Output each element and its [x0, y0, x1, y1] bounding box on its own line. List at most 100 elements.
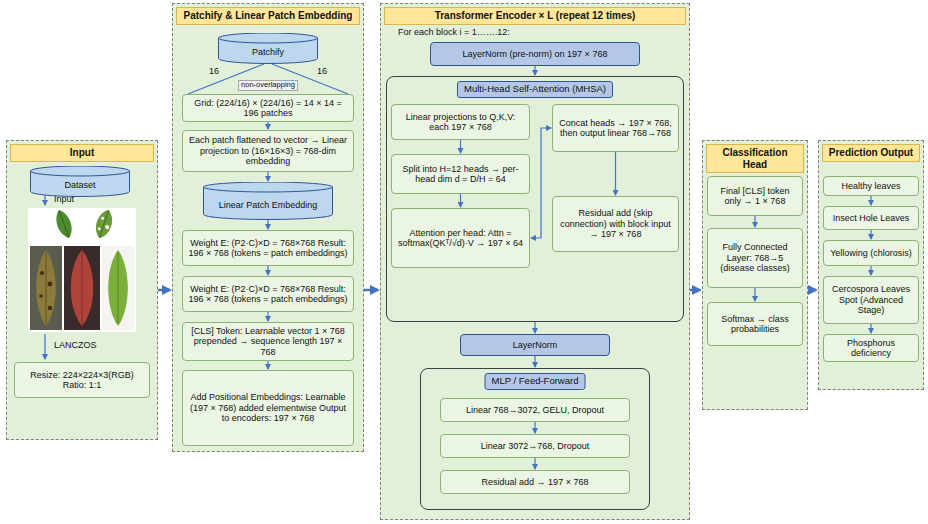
box-text: Insect Hole Leaves — [833, 213, 910, 223]
cercospora-leaf — [36, 250, 56, 326]
connector-arrow — [267, 361, 268, 369]
panel-title: Classification Head — [709, 147, 801, 170]
panel: Prediction OutputHealthy leavesInsect Ho… — [818, 140, 924, 390]
annotation-label: LANCZOS — [54, 340, 97, 350]
cylinder-rim — [219, 38, 318, 43]
panel-title: Patchify & Linear Patch Embedding — [179, 10, 357, 22]
panel-fill — [172, 3, 364, 452]
group-title: Multi-Head Self-Attention (MHSA) — [464, 84, 606, 95]
process-box: Residual add (skip connection) with bloc… — [552, 196, 679, 252]
process-box: Each patch flattened to vector → Linear … — [182, 130, 354, 172]
box-text: Residual add → 197 × 768 — [482, 477, 589, 487]
group-box: MLP / Feed-ForwardLinear 768→3072, GELU,… — [420, 368, 650, 510]
connector-arrow — [267, 220, 268, 229]
process-box: Yellowing (chlorosis) — [823, 240, 919, 266]
box-text: Healthy leaves — [841, 181, 900, 191]
process-box: Attention per head: Attn = softmax(QKᵀ/√… — [391, 208, 530, 268]
box-text: [CLS] Token: Learnable vector 1 × 768 pr… — [186, 326, 350, 357]
group-title: MLP / Feed-Forward — [492, 376, 579, 387]
cylinder-text: Linear Patch Embedding — [219, 200, 318, 210]
panel-header: Classification Head — [706, 144, 804, 173]
box-text: Split into H=12 heads → per-head dim d =… — [395, 164, 526, 185]
label-anchor: LANCZOS — [54, 340, 97, 350]
panel: InputDatasetResize: 224×224×3(RGB) Ratio… — [6, 140, 158, 440]
process-box: Linear projections to Q,K,V: each 197 × … — [391, 104, 530, 140]
panel-header: Transformer Encoder × L (repeat 12 times… — [384, 7, 686, 25]
connector-arrow — [534, 66, 535, 75]
resize-arrow — [44, 334, 45, 359]
edge-label-anchor: 16 — [208, 66, 220, 76]
healthy-leaf — [53, 208, 76, 241]
box-text: Resize: 224×224×3(RGB) Ratio: 1:1 — [18, 370, 146, 391]
group-header: MLP / Feed-Forward — [485, 373, 586, 390]
connector-arrow — [267, 312, 268, 321]
process-box: Linear 3072→768, Dropout — [440, 434, 630, 458]
connector-arrow — [267, 266, 268, 275]
panel-fill — [702, 140, 808, 410]
panel-fill — [6, 140, 158, 440]
cylinder-text: Dataset — [64, 180, 95, 190]
process-box: Residual add → 197 × 768 — [440, 470, 630, 494]
flow-arrow — [158, 289, 170, 292]
process-box: Linear 768→3072, GELU, Dropout — [440, 398, 630, 422]
layer-text: LayerNorm — [513, 340, 558, 350]
process-box: Insect Hole Leaves — [823, 206, 919, 230]
box-text: Phosphorus deficiency — [827, 338, 915, 359]
photo-tile — [30, 246, 62, 330]
connector-arrow — [267, 172, 268, 181]
connector-arrow — [870, 266, 871, 275]
connector-arrow — [534, 422, 535, 433]
connector-arrow — [460, 140, 461, 153]
box-text: Concat heads → 197 × 768, then output li… — [556, 118, 675, 139]
box-text: Residual add (skip connection) with bloc… — [556, 208, 675, 239]
input-arrow — [44, 194, 45, 205]
process-box: Grid: (224/16) × (224/16) = 14 × 14 = 19… — [182, 94, 354, 122]
cylinder-text: Patchify — [252, 47, 284, 57]
connector-arrow — [615, 152, 616, 195]
annotation-label: For each block i = 1…….12: — [398, 27, 510, 37]
connector-arrow — [460, 194, 461, 207]
box-text: Each patch flattened to vector → Linear … — [186, 135, 350, 166]
process-box: Cercospora Leaves Spot (Advanced Stage) — [823, 276, 919, 324]
box-text: Linear projections to Q,K,V: each 197 × … — [395, 112, 526, 133]
box-text: Linear 3072→768, Dropout — [481, 441, 590, 451]
panel-header: Input — [10, 144, 154, 162]
insect-hole-leaf — [92, 207, 116, 240]
process-box: Resize: 224×224×3(RGB) Ratio: 1:1 — [14, 362, 150, 398]
process-box: Softmax → class probabilities — [707, 302, 803, 346]
panel-fill — [380, 3, 690, 520]
process-box: Healthy leaves — [823, 176, 919, 196]
label-anchor: non-overlapping — [238, 80, 298, 91]
connector-arrow — [267, 122, 268, 129]
cylinder-body — [219, 33, 318, 64]
panel-header: Prediction Output — [822, 144, 920, 162]
panel-title: Transformer Encoder × L (repeat 12 times… — [387, 10, 683, 22]
cylinder-box: Linear Patch Embedding — [203, 182, 333, 220]
layer-text: LayerNorm (pre-norm) on 197 × 768 — [463, 49, 608, 59]
process-box: Weight E: (P2·C)×D = 768×768 Result: 196… — [182, 230, 354, 266]
process-box: [CLS] Token: Learnable vector 1 × 768 pr… — [182, 322, 354, 361]
group-box: Multi-Head Self-Attention (MHSA) Linear p… — [386, 76, 684, 322]
panel-fill — [818, 140, 924, 390]
cylinder-body — [31, 166, 130, 197]
connector-arrow — [534, 322, 535, 333]
flow-arrow — [364, 289, 378, 292]
box-text: Final [CLS] token only → 1 × 768 — [711, 186, 799, 207]
label-anchor: For each block i = 1…….12: — [398, 27, 510, 37]
panel-title: Input — [13, 147, 151, 159]
edge-label: 16 — [316, 66, 328, 76]
annotation-label: Input — [54, 194, 74, 204]
box-text: Attention per head: Attn = softmax(QKᵀ/√… — [395, 228, 526, 249]
box-text: Weight E: (P2·C)×D = 768×768 Result: 196… — [186, 284, 350, 305]
panel: Classification HeadFinal [CLS] token onl… — [702, 140, 808, 410]
edge-label: 16 — [208, 66, 220, 76]
edge-label-anchor: 16 — [316, 66, 328, 76]
cylinder-box: Patchify — [218, 33, 318, 64]
process-box: Concat heads → 197 × 768, then output li… — [552, 104, 679, 152]
flow-arrow — [808, 289, 816, 292]
box-text: Fully Connected Layer: 768→5 (disease cl… — [711, 242, 799, 273]
box-text: Grid: (224/16) × (224/16) = 14 × 14 = 19… — [186, 98, 350, 119]
connector-arrow — [534, 458, 535, 469]
photo-tile — [102, 246, 134, 330]
